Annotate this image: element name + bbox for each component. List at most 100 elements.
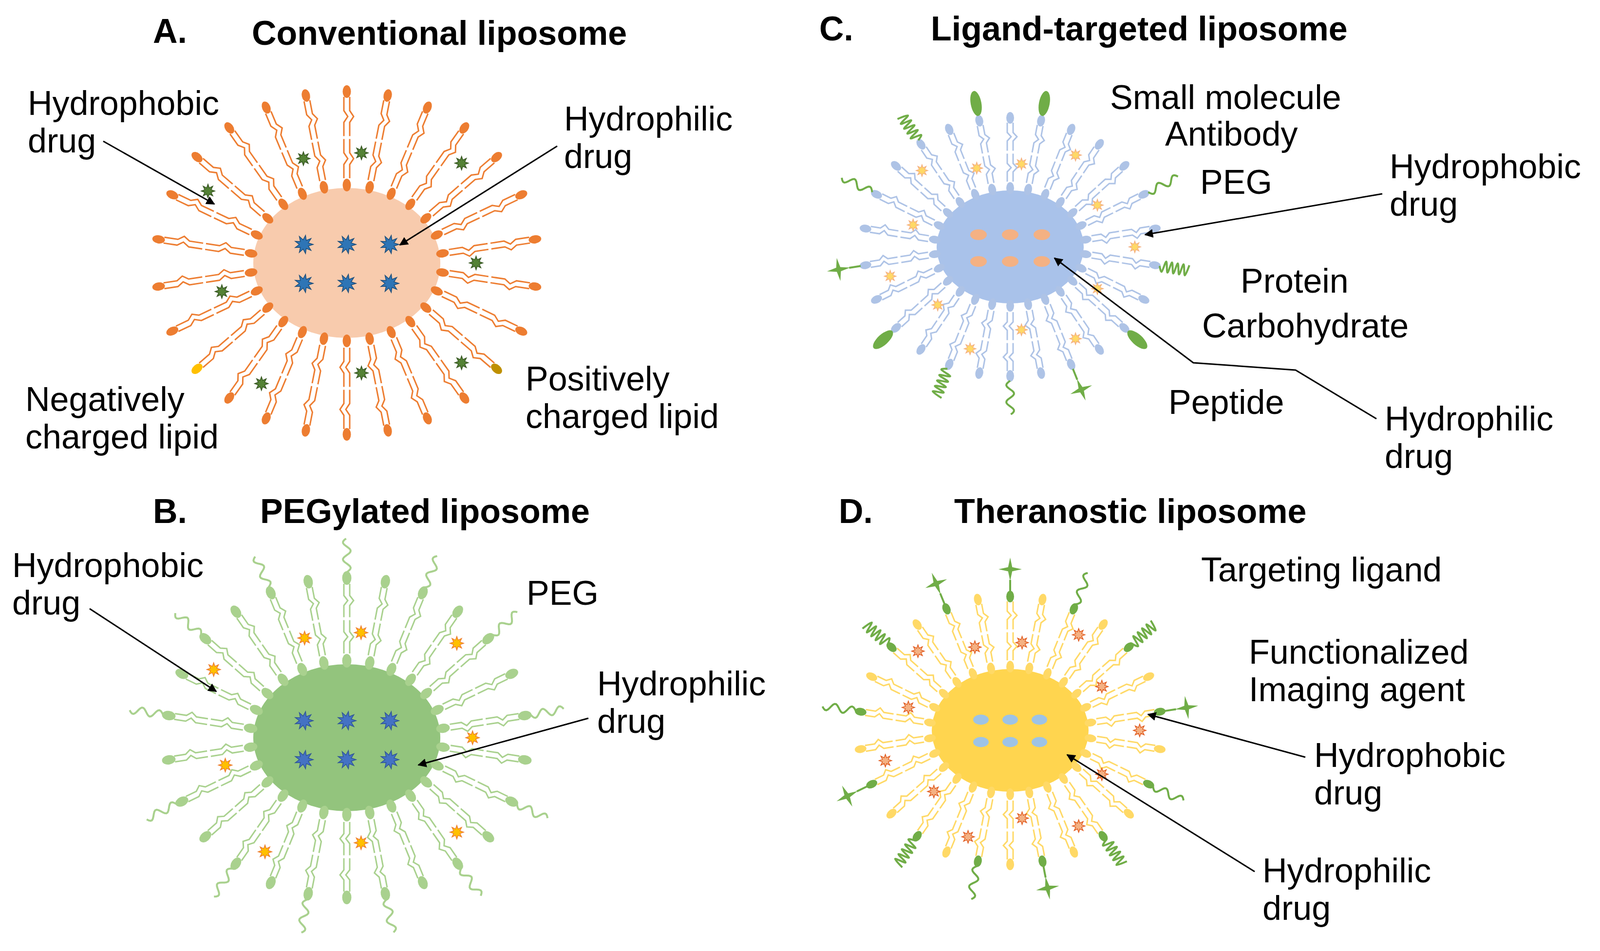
lipid-tail	[897, 794, 919, 813]
lipid-tail	[289, 813, 302, 845]
lipid-tail	[339, 822, 344, 856]
lipid-tail	[901, 256, 930, 263]
hydrophobic-drug	[215, 284, 229, 299]
lipid-tail	[429, 314, 459, 340]
targeting-ligand	[1164, 696, 1199, 719]
lipid-tail	[367, 820, 375, 853]
drug-particle	[1033, 229, 1051, 241]
targeting-ligand	[827, 258, 861, 282]
lipid-tail	[896, 713, 925, 719]
lipid-head	[987, 183, 998, 197]
lipid-tail	[1003, 343, 1008, 372]
lipid-tail	[948, 332, 959, 359]
lipid-head	[503, 666, 520, 681]
lipid-tail	[869, 255, 898, 262]
lipid-tail	[236, 829, 256, 858]
liposome-core	[936, 190, 1084, 304]
lipid-tail	[381, 101, 390, 140]
lipid-tail	[916, 769, 938, 788]
lipid-tail	[209, 723, 244, 731]
peg-chain	[146, 802, 177, 822]
lipid-head	[384, 186, 398, 202]
hydrophobic-drug	[1069, 149, 1082, 161]
lipid-head	[1006, 182, 1015, 194]
lipid-tail	[374, 142, 382, 182]
peg-chain	[530, 706, 564, 718]
ligand-stem	[1164, 709, 1177, 712]
lipid-tail	[207, 809, 233, 831]
lipid-head	[1079, 249, 1092, 260]
lipid-tail	[879, 282, 905, 295]
lipid-pair	[339, 808, 352, 905]
panel-letter: A.	[152, 12, 188, 51]
lipid-tail	[1061, 298, 1077, 322]
hydrophobic-drug	[1016, 636, 1029, 650]
lipid-pair	[859, 224, 942, 245]
hydrophobic-drug	[931, 299, 944, 311]
lipid-tail	[1106, 790, 1128, 809]
lipid-tail	[1027, 634, 1035, 662]
lipid-head	[457, 390, 472, 406]
lipid-pair	[435, 710, 533, 735]
lipid-head	[1024, 661, 1035, 676]
lipid-head	[1153, 707, 1167, 717]
lipid-tail	[450, 725, 484, 732]
lipid-tail	[882, 287, 907, 301]
hydrophobic-drug	[1129, 241, 1141, 253]
lipid-tail	[311, 856, 319, 889]
lipid-tail	[368, 622, 376, 656]
targeting-ligand	[1070, 369, 1093, 401]
callout-label: Hydrophilic drug	[564, 100, 779, 176]
lipid-pair	[884, 640, 951, 701]
lipid-head	[450, 603, 466, 621]
lipid-tail	[1013, 601, 1017, 630]
lipid-tail	[449, 719, 483, 726]
peg-chain	[213, 868, 233, 898]
lipid-tail	[164, 236, 204, 244]
lipid-pair	[342, 571, 355, 668]
lipid-head	[421, 411, 434, 427]
targeting-ligand	[1035, 866, 1059, 901]
lipid-tail	[485, 713, 519, 720]
drug-particle	[916, 164, 928, 177]
peptide-ligand	[895, 839, 916, 868]
lipid-pair	[888, 274, 955, 336]
small-molecule-ligand	[968, 90, 984, 117]
lipid-tail	[270, 111, 286, 148]
lipid-tail	[874, 681, 901, 694]
lipid-head	[914, 137, 928, 152]
drug-particle	[354, 366, 369, 380]
lipid-pair	[1056, 771, 1110, 844]
lipid-head	[854, 744, 867, 755]
lipid-head	[1117, 159, 1132, 173]
lipid-tail	[221, 771, 252, 787]
lipid-tail	[210, 717, 245, 725]
lipid-tail	[380, 587, 388, 621]
lipid-head	[379, 574, 392, 590]
lipid-tail	[1074, 287, 1096, 307]
lipid-head	[1006, 370, 1015, 382]
lipid-tail	[259, 165, 282, 198]
drug-particle	[964, 342, 977, 355]
lipid-pair	[151, 234, 259, 259]
lipid-tail	[976, 340, 983, 369]
peg-chain	[425, 556, 438, 588]
hydrophobic-drug	[465, 731, 480, 745]
lipid-tail	[1097, 307, 1119, 327]
lipid-tail	[432, 309, 463, 336]
lipid-pair	[429, 284, 529, 338]
lipid-head	[1006, 788, 1015, 801]
callout-label: Targeting ligand	[1201, 551, 1442, 589]
leader-arrow	[1067, 754, 1255, 872]
lipid-tail	[893, 790, 915, 809]
lipid-tail	[396, 811, 410, 843]
lipid-tail	[1069, 656, 1086, 679]
lipid-head	[1078, 701, 1093, 714]
lipid-tail	[920, 668, 942, 688]
lipid-tail	[312, 344, 320, 384]
antibody-ligand	[925, 572, 947, 595]
peg-chain	[516, 804, 548, 819]
lipid-pair	[1079, 249, 1162, 270]
lipid-head	[227, 603, 244, 621]
lipid-head	[363, 655, 376, 671]
